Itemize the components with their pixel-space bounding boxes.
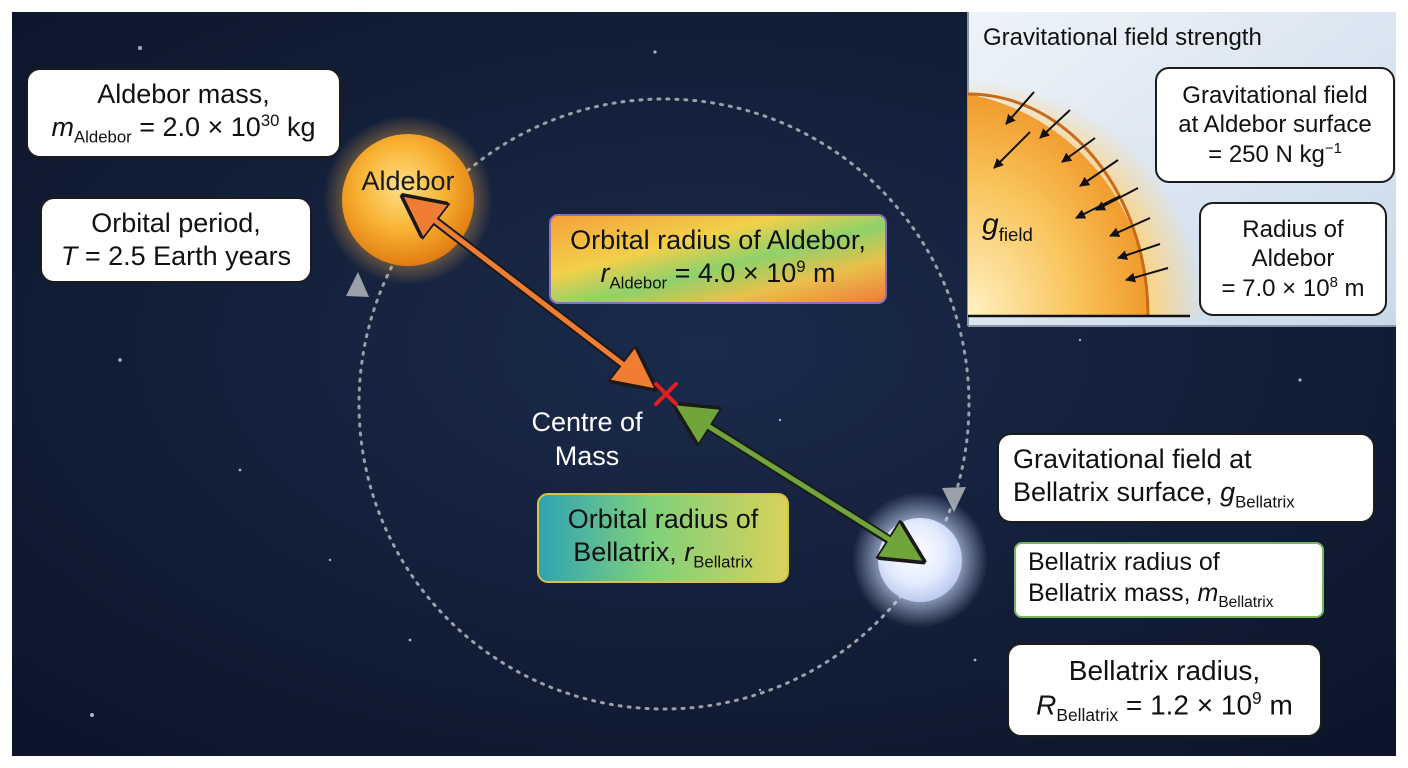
inset-radius-line2: Aldebor [1251,245,1335,273]
inset-radius-unit: m [1337,274,1365,302]
orbital-period-number: = 2.5 Earth years [77,241,292,271]
bellatrix-radius-value: RBellatrix = 1.2 × 109 m [1036,688,1293,726]
inset-surface-field-box: Gravitational field at Aldebor surface =… [1155,67,1395,183]
bellatrix-field-title: Gravitational field at [1013,444,1252,475]
orbital-radius-bellatrix-title: Orbital radius of [567,504,759,535]
orbital-radius-aldebor-title: Orbital radius of Aldebor, [570,225,866,256]
bellatrix-field-sub: Bellatrix [1235,492,1295,512]
bellatrix-field-symbol: g [1220,477,1236,508]
bellatrix-radius-sub: Bellatrix [1056,704,1119,725]
bellatrix-star [878,518,962,602]
centre-of-mass-label: Centre of Mass [512,406,662,474]
inset-surface-line2: at Aldebor surface [1178,111,1372,139]
bellatrix-radius-exp: 9 [1252,688,1262,709]
inset-g-sub: field [998,224,1033,245]
orbital-radius-bellatrix-bg [537,493,789,583]
orbital-radius-aldebor-sub: Aldebor [609,273,668,293]
centre-label-line1: Centre of [531,407,643,437]
orbital-radius-bellatrix-symbol: r [684,537,694,568]
bellatrix-radius-symbol: R [1036,689,1057,721]
orbital-radius-aldebor-value: rAldebor = 4.0 × 109 m [600,257,835,294]
orbital-period-value: T = 2.5 Earth years [61,240,291,273]
bellatrix-radius-arrow-fill [682,408,916,558]
orbital-radius-bellatrix-value: Bellatrix, rBellatrix [573,536,753,573]
orbital-radius-aldebor-unit: m [805,258,836,289]
aldebor-mass-exponent: 30 [260,111,280,131]
orbital-radius-aldebor-box: Orbital radius of Aldebor, rAldebor = 4.… [550,215,886,303]
aldebor-mass-unit: kg [279,112,316,143]
inset-field-arrows [993,91,1169,283]
bellatrix-radius-number: = 1.2 × 10 [1118,689,1253,721]
orbital-radius-aldebor-number: = 4.0 × 10 [667,258,797,289]
orbital-radius-aldebor-bg [549,214,887,304]
inset-radius-box: Radius of Aldebor = 7.0 × 108 m [1199,202,1387,316]
inset-surface-line1: Gravitational field [1182,82,1368,110]
aldebor-mass-value: mAldebor = 2.0 × 1030 kg [52,111,316,148]
orbital-period-symbol: T [60,241,78,271]
orbital-period-box: Orbital period, T = 2.5 Earth years [40,197,312,283]
bellatrix-mass-value: Bellatrix mass, mBellatrix [1028,578,1273,613]
inset-radius-number: = 7.0 × 10 [1221,274,1330,302]
inset-surface-exp: −1 [1324,140,1342,157]
inset-surface-value: = 250 N kg−1 [1208,140,1342,169]
bellatrix-mass-box: Bellatrix radius of Bellatrix mass, mBel… [1014,542,1324,618]
orbit-path [357,97,971,711]
inset-g-field-label: gfield [982,208,1033,246]
aldebor-star-label: Aldebor [361,166,455,196]
orbit-direction-arrow-right [942,487,966,512]
inset-star-surface [967,92,1150,317]
inset-title: Gravitational field strength [983,24,1262,51]
aldebor-radius-arrow-fill [410,201,648,384]
bellatrix-radius-unit: m [1261,689,1293,721]
inset-radius-exp: 8 [1329,274,1338,291]
aldebor-mass-box: Aldebor mass, mAldebor = 2.0 × 1030 kg [26,68,341,158]
inset-radius-value: = 7.0 × 108 m [1221,274,1364,303]
bellatrix-mass-sub: Bellatrix [1218,593,1274,611]
bellatrix-mass-title: Bellatrix radius of [1028,548,1220,577]
orbital-period-title: Orbital period, [91,208,261,239]
aldebor-mass-symbol-sub: Aldebor [74,127,132,147]
bellatrix-radius-title: Bellatrix radius, [1068,654,1261,686]
bellatrix-field-value: Bellatrix surface, gBellatrix [1013,476,1295,513]
inset-g-symbol: g [982,208,999,241]
inset-radius-line1: Radius of [1242,216,1344,244]
aldebor-mass-symbol: m [51,112,75,143]
bellatrix-mass-symbol: m [1197,578,1219,607]
aldebor-mass-title: Aldebor mass, [97,79,270,110]
bellatrix-field-prefix: Bellatrix surface, [1013,477,1221,508]
orbital-radius-aldebor-exp: 9 [796,257,806,277]
orbital-radius-bellatrix-box: Orbital radius of Bellatrix, rBellatrix [538,494,788,582]
centre-of-mass-marker [654,382,678,406]
bellatrix-radius-box: Bellatrix radius, RBellatrix = 1.2 × 109… [1007,643,1322,737]
bellatrix-field-box: Gravitational field at Bellatrix surface… [997,433,1375,523]
orbital-radius-bellatrix-sub: Bellatrix [693,552,753,572]
orbital-radius-bellatrix-prefix: Bellatrix, [573,537,685,568]
centre-label-line2: Mass [554,440,620,471]
orbital-radius-aldebor-symbol: r [600,258,610,289]
aldebor-mass-number: = 2.0 × 10 [131,112,261,143]
orbit-direction-arrow-left [346,272,369,297]
inset-surface-number: = 250 N kg [1208,140,1325,168]
bellatrix-mass-prefix: Bellatrix mass, [1028,578,1198,607]
